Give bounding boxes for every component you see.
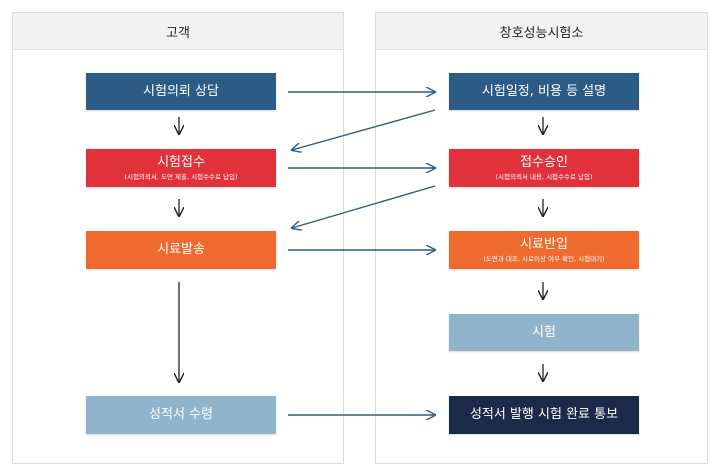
arrow-explain-to-receipt (292, 109, 436, 150)
step-schedule-explanation: 시험일정, 비용 등 설명 (449, 73, 639, 110)
step-schedule-explanation-label: 시험일정, 비용 등 설명 (481, 83, 607, 99)
step-receipt-sub: (시험의뢰서, 도면 제출, 시험수수료 납입) (124, 172, 238, 181)
step-receipt: 시험접수 (시험의뢰서, 도면 제출, 시험수수료 납입) (86, 149, 276, 187)
step-sample-intake-sub: (도면과 대조, 시료이상 여부 확인, 시험대기) (483, 254, 605, 263)
step-sample-intake-label: 시료반입 (520, 236, 568, 252)
step-approval: 접수승인 (시험의뢰서 내용, 시험수수료 납입) (449, 149, 639, 187)
step-report-issue: 성적서 발행 시험 완료 통보 (449, 396, 639, 434)
step-report-receipt-label: 성적서 수령 (149, 407, 213, 422)
step-receipt-label: 시험접수 (157, 154, 205, 170)
step-consultation: 시험의뢰 상담 (86, 73, 276, 110)
step-report-receipt: 성적서 수령 (86, 396, 276, 434)
step-sample-shipping-label: 시료발송 (157, 242, 205, 257)
step-sample-shipping: 시료발송 (86, 231, 276, 269)
step-test-label: 시험 (532, 324, 556, 340)
lab-lane-title: 창호성능시험소 (376, 13, 707, 50)
step-sample-intake: 시료반입 (도면과 대조, 시료이상 여부 확인, 시험대기) (449, 231, 639, 269)
step-approval-label: 접수승인 (520, 154, 568, 170)
step-consultation-label: 시험의뢰 상담 (143, 83, 219, 99)
step-approval-sub: (시험의뢰서 내용, 시험수수료 납입) (495, 172, 593, 181)
arrow-approve-to-ship (292, 185, 436, 228)
step-test: 시험 (449, 314, 639, 351)
step-report-issue-label: 성적서 발행 시험 완료 통보 (469, 407, 619, 422)
customer-lane-title: 고객 (13, 13, 343, 50)
